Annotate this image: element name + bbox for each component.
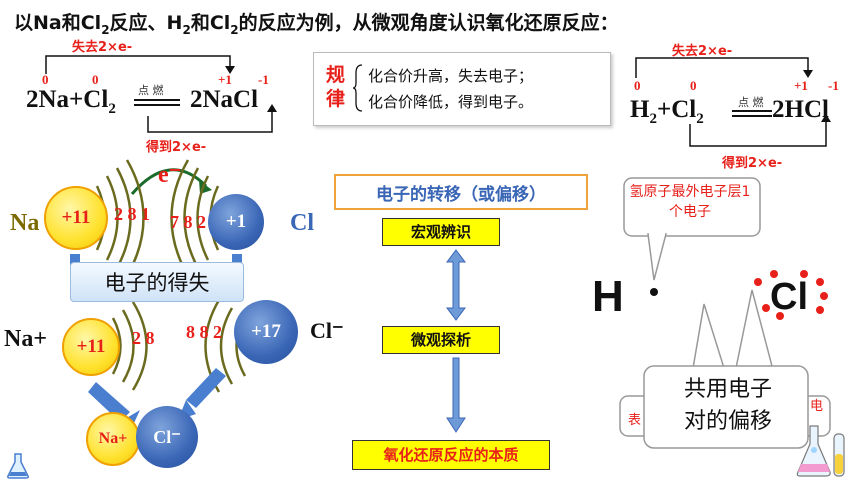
cl-ion-label: Cl⁻ bbox=[310, 318, 344, 343]
flow-step-essence: 氧化还原反应的本质 bbox=[352, 440, 550, 470]
product-na-ion: Na+ bbox=[86, 412, 140, 466]
cl-nucleus: +1 bbox=[208, 194, 264, 250]
equals-line-bottom-2 bbox=[732, 115, 772, 117]
flow-header: 电子的转移（或偏移） bbox=[334, 174, 588, 210]
shared-pair-line-2: 对的偏移 bbox=[683, 409, 772, 434]
equals-line-top bbox=[134, 99, 180, 101]
na-shell-electrons: 2 8 1 bbox=[114, 204, 150, 224]
shared-pair-text: 共用电子 对的偏移 bbox=[648, 374, 808, 438]
down-arrow-icon bbox=[446, 357, 466, 433]
rule-line-1: 化合价升高，失去电子； bbox=[368, 67, 534, 85]
equation2-left-side: H2+Cl2 bbox=[630, 96, 704, 127]
hcl-callouts: 表 电 bbox=[619, 177, 831, 449]
equation2-right-side: 2HCl bbox=[772, 96, 829, 123]
valence-h: 0 bbox=[634, 78, 641, 93]
na-nucleus: +11 bbox=[44, 186, 108, 250]
cl-ion-nucleus: +17 bbox=[234, 300, 298, 364]
page-title: 以Na和Cl2反应、H2和Cl2的反应为例，从微观角度认识氧化还原反应： bbox=[14, 12, 619, 37]
flow-step-macro: 宏观辨识 bbox=[382, 218, 500, 246]
valence-cl: 0 bbox=[92, 72, 99, 87]
reaction-condition-2: 点 燃 bbox=[738, 96, 764, 109]
na-ion-nucleus: +11 bbox=[62, 318, 120, 376]
valence-na-plus: +1 bbox=[218, 72, 232, 87]
gained-electrons-label: 得到2×e- bbox=[146, 140, 207, 155]
equals-line-top-2 bbox=[732, 110, 772, 112]
cl-ion-shell-electrons: 8 8 2 bbox=[186, 322, 222, 342]
valence-cl-minus: -1 bbox=[258, 72, 269, 87]
reaction-condition: 点 燃 bbox=[138, 84, 164, 97]
lost-electrons-label-2: 失去2×e- bbox=[672, 44, 733, 59]
electron-symbol: e⁻ bbox=[158, 162, 182, 188]
equation-left-side: 2Na+Cl2 bbox=[26, 86, 116, 117]
valence-na: 0 bbox=[42, 72, 49, 87]
na-label: Na bbox=[10, 210, 40, 236]
product-cl-ion: Cl⁻ bbox=[136, 406, 198, 468]
electron-transfer-brackets-2 bbox=[635, 57, 831, 147]
valence-cl-minus-2: -1 bbox=[828, 78, 839, 93]
svg-text:表: 表 bbox=[628, 413, 641, 428]
callout-h-outer-electron: 氢原子最外电子层1个电子 bbox=[629, 184, 751, 220]
electron-transfer-brackets bbox=[45, 55, 277, 133]
lab-glassware-icon bbox=[796, 425, 845, 477]
gained-electrons-label-2: 得到2×e- bbox=[722, 156, 783, 171]
cl-symbol: Cl bbox=[770, 276, 808, 318]
cl-shell-electrons: 7 8 2 bbox=[170, 212, 206, 232]
rule-word-bottom: 律 bbox=[326, 88, 346, 110]
na-ion-shell-electrons: 2 8 bbox=[132, 328, 155, 348]
h-symbol: H bbox=[592, 272, 624, 321]
equals-line-bottom bbox=[134, 104, 180, 106]
rule-line-2: 化合价降低，得到电子。 bbox=[368, 93, 534, 111]
gain-loss-label: 电子的得失 bbox=[70, 262, 244, 302]
equation-right-side: 2NaCl bbox=[190, 86, 259, 113]
lost-electrons-label: 失去2×e- bbox=[72, 40, 133, 55]
rule-box: 规 律 化合价升高，失去电子； 化合价降低，得到电子。 bbox=[313, 52, 611, 126]
valence-cl-2: 0 bbox=[690, 78, 697, 93]
svg-text:电: 电 bbox=[810, 399, 823, 414]
flow-step-micro: 微观探析 bbox=[382, 326, 500, 354]
shared-pair-line-1: 共用电子 bbox=[683, 377, 772, 402]
cl-label: Cl bbox=[290, 210, 314, 236]
rule-word-top: 规 bbox=[326, 64, 346, 86]
valence-h-plus: +1 bbox=[794, 78, 808, 93]
brace-icon bbox=[352, 64, 363, 112]
double-arrow-icon bbox=[446, 249, 466, 321]
na-ion-label: Na+ bbox=[4, 326, 48, 352]
flask-icon bbox=[7, 453, 29, 479]
